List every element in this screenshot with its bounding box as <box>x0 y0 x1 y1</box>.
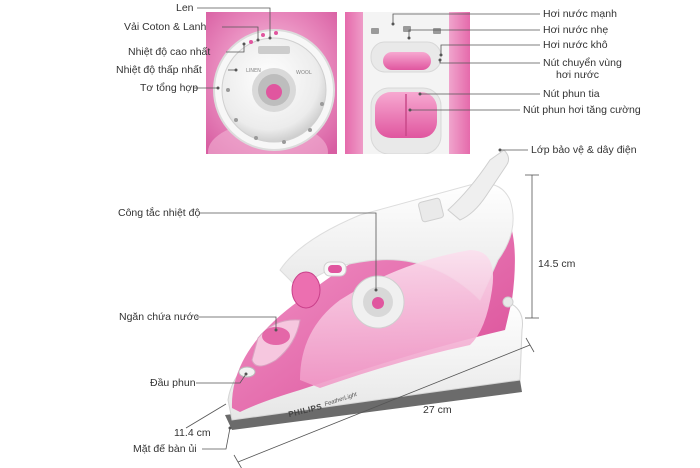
label-len: Len <box>176 2 194 14</box>
label-soleplate: Mặt đế bàn ủi <box>133 443 197 455</box>
label-steam-boost-button: Nút phun hơi tăng cường <box>523 104 641 116</box>
label-temp-switch: Công tắc nhiệt độ <box>118 207 200 219</box>
label-coton-lanh: Vải Coton & Lanh <box>124 21 206 33</box>
dimension-length: 27 cm <box>423 404 452 416</box>
label-steam-zone-switch-2: hơi nước <box>556 69 599 81</box>
label-nozzle: Đầu phun <box>150 377 196 389</box>
label-cord-guard: Lớp bảo vệ & dây điện <box>531 144 637 156</box>
label-light-steam: Hơi nước nhẹ <box>543 24 608 36</box>
label-dry-steam: Hơi nước khô <box>543 39 608 51</box>
label-strong-steam: Hơi nước mạnh <box>543 8 617 20</box>
label-water-tank: Ngăn chứa nước <box>119 311 199 323</box>
label-spray-button: Nút phun tia <box>543 88 600 100</box>
label-max-temp: Nhiệt độ cao nhất <box>128 46 210 58</box>
label-steam-zone-switch-1: Nút chuyển vùng <box>543 57 622 69</box>
label-synthetic: Tơ tổng hợp <box>140 82 198 94</box>
label-min-temp: Nhiệt độ thấp nhất <box>116 64 202 76</box>
dimension-width: 11.4 cm <box>174 427 211 439</box>
dimension-height: 14.5 cm <box>538 258 575 270</box>
